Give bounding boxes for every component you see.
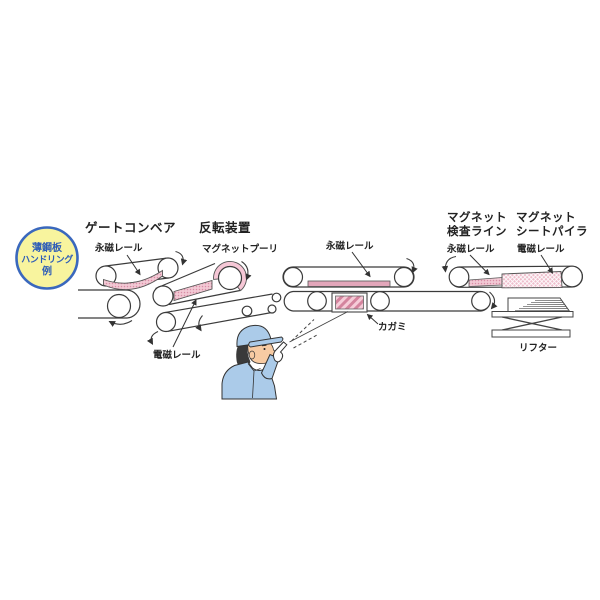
badge-line3: 例 (42, 265, 52, 278)
badge-line1: 薄鋼板 (32, 241, 63, 254)
inspection-top-conveyor (282, 257, 418, 288)
lifter-platform (491, 311, 574, 318)
magnet-pulley-rotation-arrow (241, 261, 252, 281)
mirror-label: カガミ (378, 321, 407, 333)
reversal-electro-rail-leader (172, 299, 197, 348)
lower-pulley-1 (307, 291, 327, 311)
sight-dash-1 (291, 319, 315, 342)
idler-roller-top (271, 292, 282, 303)
gate-permanent-magnet-rail (103, 269, 163, 291)
inspection-rotation-arrow (406, 257, 418, 274)
worker-eye (263, 348, 266, 350)
inspection-permanent-magnet-rail (307, 280, 391, 287)
piler-electro-rail-leader (540, 254, 554, 274)
scissor-arm-2 (501, 316, 563, 331)
piler-title-line1: マグネット (516, 210, 576, 224)
inspection-title-line1: マグネット (447, 210, 507, 224)
example-badge: 薄鋼板 ハンドリング 例 (15, 226, 79, 290)
lower-pulley-3 (471, 291, 491, 311)
gate-pulley-right (157, 257, 179, 279)
worker-hair (236, 341, 251, 369)
worker-eyebrow (261, 344, 267, 347)
piler-pulley-right (561, 265, 583, 288)
piler-rotation-arrow (441, 255, 457, 273)
feed-pulley (106, 293, 132, 319)
lifter-label: リフター (519, 342, 557, 354)
badge-line2: ハンドリング (21, 254, 73, 266)
piler-electro-rail-label: 電磁レール (517, 243, 565, 255)
sight-lines (291, 319, 318, 349)
gate-conveyor (95, 250, 188, 291)
feed-conveyor (78, 289, 141, 327)
outfeed-rotation-arrow (146, 330, 159, 345)
gate-perm-rail-leader (126, 254, 141, 276)
worker-collar (247, 363, 261, 399)
inspection-title-line2: 検査ライン (447, 224, 507, 238)
inspection-perm-rail-leader (351, 251, 371, 278)
lifter-base (491, 329, 571, 338)
feed-direction-arrow (108, 320, 133, 327)
reversal-incline-belt (152, 261, 252, 307)
piler-conveyor (441, 255, 583, 289)
outfeed-pulley-left (155, 311, 177, 333)
badge-circle (15, 226, 79, 290)
lower-pulley-2 (370, 291, 390, 311)
magnet-pulley-label: マグネットプーリ (202, 243, 278, 255)
outfeed-belt-top (163, 293, 273, 314)
gate-perm-rail-label: 永磁レール (94, 242, 143, 254)
inspector-worker (221, 324, 288, 400)
outfeed-belt-bottom (167, 311, 275, 332)
mirror-leader (366, 313, 379, 325)
inspection-top-pulley-right (393, 266, 415, 288)
worker-cap-brim (248, 336, 284, 348)
incline-pulley (152, 285, 174, 307)
reversal-electro-rail-label: 電磁レール (153, 349, 201, 361)
worker-glove (273, 341, 288, 363)
mirror-unit (331, 292, 368, 313)
gate-belt-top (104, 257, 167, 267)
piler-perm-rail-label: 永磁レール (446, 243, 495, 255)
lower-conveyor (283, 290, 498, 312)
incline-belt-top (155, 262, 216, 290)
piler-perm-rail-leader (469, 254, 490, 276)
inspection-perm-rail-label: 永磁レール (325, 240, 374, 252)
idler-roller-bottom (267, 304, 277, 314)
reversal-device-title: 反転装置 (199, 220, 251, 235)
worker-ear (248, 350, 256, 360)
reversal-outfeed-belt (146, 292, 282, 345)
piler-title-line2: シートパイラ (516, 224, 588, 238)
incline-belt-bottom (168, 289, 241, 306)
gate-conveyor-title: ゲートコンベア (85, 220, 176, 235)
lifter (491, 297, 574, 338)
lower-rotation-arrow (489, 291, 498, 310)
inspection-top-pulley-left (282, 266, 304, 288)
piler-pulley-left (448, 266, 470, 288)
piler-electromagnet-rail (501, 271, 563, 289)
magnet-pulley-core (217, 265, 243, 291)
outfeed-direction-arrow (195, 315, 203, 332)
holddown-roller (241, 305, 253, 317)
mirror-sight-line (289, 311, 349, 343)
sight-dash-2 (293, 334, 318, 349)
gate-rotation-arrow (175, 250, 188, 266)
mirror-glass (335, 295, 364, 310)
reversal-electromagnet-rail (173, 279, 213, 302)
sheet-stack-lines (514, 299, 570, 311)
